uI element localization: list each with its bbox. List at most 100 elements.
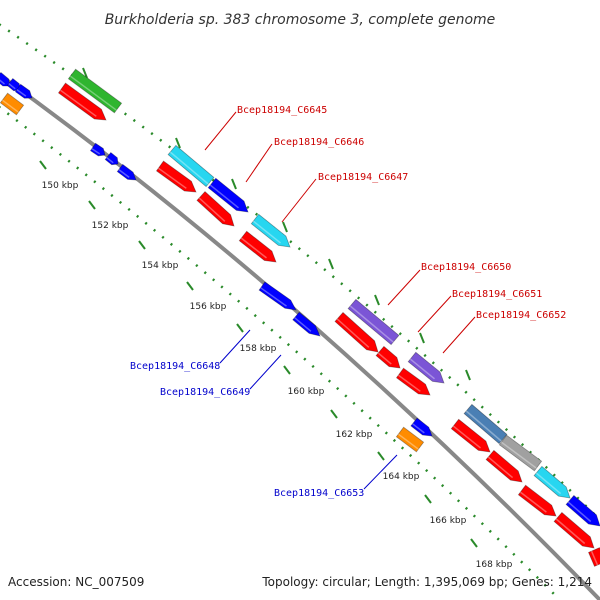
label-leaders xyxy=(204,111,476,490)
gene-arrow xyxy=(450,418,491,453)
gene-arrow xyxy=(67,68,123,114)
gene-arrow xyxy=(207,177,249,213)
gene-arrow xyxy=(155,160,197,193)
gene-arrow xyxy=(517,484,557,517)
gene-highlight xyxy=(412,423,425,434)
gene-arrow xyxy=(395,426,425,453)
leader-line xyxy=(204,111,237,151)
tick-label: 166 kbp xyxy=(430,516,467,526)
backbone-path xyxy=(0,72,600,600)
gene-highlight xyxy=(157,167,187,189)
gene-highlight xyxy=(0,79,5,85)
gene-highlight xyxy=(487,456,514,479)
gene-arrow xyxy=(14,83,33,99)
gene-highlight xyxy=(567,501,592,523)
gene-arrow xyxy=(196,191,235,227)
gene-arrow xyxy=(89,142,106,157)
gene-arrow xyxy=(410,417,433,437)
gene-highlight xyxy=(452,425,481,449)
gene-arrow xyxy=(116,163,137,181)
gene-arrow xyxy=(407,351,445,384)
gene-highlight xyxy=(377,352,392,365)
gene-arrow xyxy=(57,82,107,121)
gene-highlight xyxy=(59,89,97,117)
gene-arrow xyxy=(485,449,523,483)
gene-highlight xyxy=(535,472,562,495)
tick-label: 154 kbp xyxy=(142,261,179,271)
gene-arrow xyxy=(553,511,595,549)
gene-arrow xyxy=(167,144,215,188)
gene-highlight xyxy=(465,410,502,442)
ruler-tick xyxy=(175,137,181,149)
gene-arrow xyxy=(565,494,600,527)
ruler-tick xyxy=(470,538,478,548)
gene-arrow xyxy=(463,403,508,445)
ruler-tick xyxy=(82,67,88,79)
gene-highlight xyxy=(252,220,281,244)
gene-label-top: Bcep18194_C6647 xyxy=(318,172,408,183)
ruler-dotted-line xyxy=(0,106,561,600)
gene-arrow xyxy=(375,345,401,369)
leader-line xyxy=(281,178,317,223)
ruler-tick xyxy=(88,200,96,210)
gene-label-top: Bcep18194_C6646 xyxy=(274,137,364,148)
leader-line xyxy=(417,295,452,333)
ruler-tick xyxy=(330,409,338,419)
gene-highlight xyxy=(240,237,267,259)
gene-highlight xyxy=(397,433,419,450)
gene-arrow xyxy=(250,213,291,248)
leader-line xyxy=(363,454,398,490)
tick-label: 168 kbp xyxy=(476,560,513,570)
leader-line xyxy=(442,316,476,354)
gene-arrow xyxy=(334,311,379,353)
gene-highlight xyxy=(409,358,435,380)
gene-highlight xyxy=(500,441,537,469)
leader-line xyxy=(245,143,273,183)
gene-arrow xyxy=(0,92,25,116)
ruler-tick xyxy=(374,294,380,306)
gene-features xyxy=(0,68,600,567)
gene-arrow xyxy=(0,71,11,87)
tick-label: 158 kbp xyxy=(240,344,277,354)
genome-info-text: Topology: circular; Length: 1,395,069 bp… xyxy=(261,575,592,589)
gene-highlight xyxy=(198,197,226,222)
gene-highlight xyxy=(16,88,27,97)
gene-highlight xyxy=(118,169,130,178)
gene-arrow xyxy=(498,434,543,472)
gene-arrow xyxy=(292,311,321,337)
gene-arrow xyxy=(347,298,400,346)
gene-highlight xyxy=(169,151,209,185)
gene-label-top: Bcep18194_C6650 xyxy=(421,262,511,273)
gene-label-bottom: Bcep18194_C6649 xyxy=(160,387,250,398)
gene-highlight xyxy=(590,550,599,566)
ruler-tick xyxy=(39,160,47,170)
leader-line xyxy=(219,329,251,364)
tick-label: 150 kbp xyxy=(42,181,79,191)
ruler-tick xyxy=(231,178,237,190)
tick-label: 156 kbp xyxy=(190,302,227,312)
ruler-tick xyxy=(377,451,385,461)
gene-highlight xyxy=(397,374,421,392)
gene-highlight xyxy=(69,75,117,111)
gene-highlight xyxy=(106,157,114,164)
gene-label-top: Bcep18194_C6652 xyxy=(476,310,566,321)
gene-highlight xyxy=(8,83,16,90)
gene-arrow xyxy=(533,465,571,499)
gene-arrow xyxy=(258,281,297,311)
ruler-tick xyxy=(283,365,291,375)
tick-label: 160 kbp xyxy=(288,387,325,397)
leader-line xyxy=(387,269,421,306)
gene-label-bottom: Bcep18194_C6648 xyxy=(130,361,220,372)
gene-highlight xyxy=(336,318,370,348)
gene-label-top: Bcep18194_C6651 xyxy=(452,289,542,300)
tick-label: 152 kbp xyxy=(92,221,129,231)
gene-highlight xyxy=(294,317,312,332)
gene-arrow xyxy=(395,367,431,396)
ruler-tick xyxy=(419,332,425,344)
gene-label-bottom: Bcep18194_C6653 xyxy=(274,488,364,499)
leader-line xyxy=(249,354,282,390)
gene-highlight xyxy=(1,99,19,113)
gene-highlight xyxy=(91,148,101,155)
ruler-tick xyxy=(465,369,471,381)
gene-arrow xyxy=(587,547,600,567)
